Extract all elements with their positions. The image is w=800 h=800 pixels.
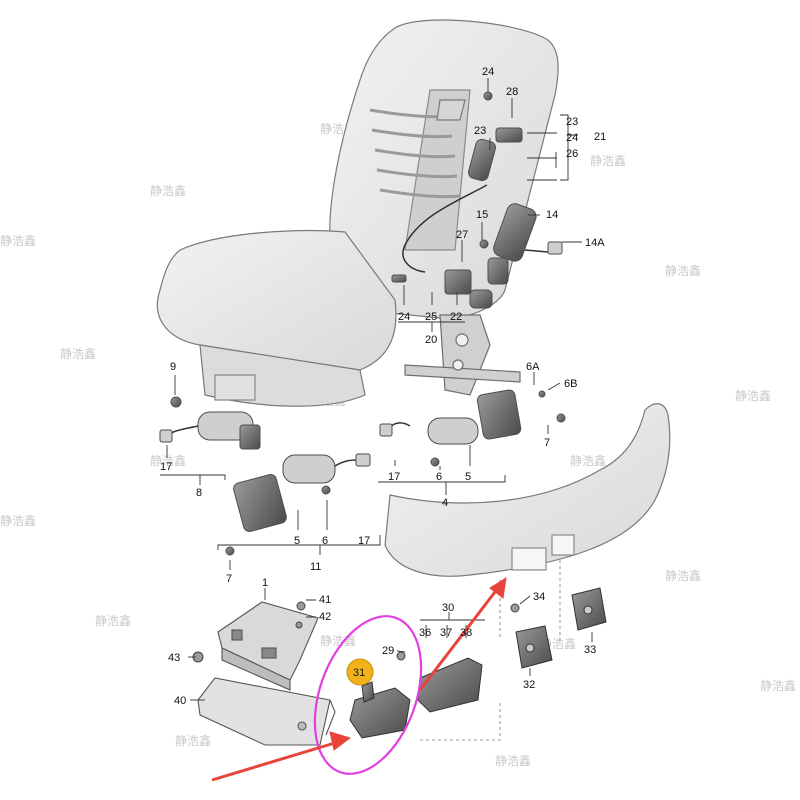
part-label: 4 (442, 497, 448, 509)
seat-cushion (156, 229, 397, 407)
part-label: 20 (425, 334, 437, 346)
part-label: 29 (382, 645, 394, 657)
leader-lines (160, 78, 593, 701)
part-label: 5 (465, 471, 471, 483)
red-arrows (211, 577, 507, 782)
callout-badge (346, 658, 374, 686)
part-label: 40 (174, 695, 186, 707)
part-label: 37 (440, 627, 452, 639)
part-label: 33 (584, 644, 596, 656)
part-label: 15 (476, 209, 488, 221)
part-label: 27 (456, 229, 468, 241)
part-label: 9 (170, 361, 176, 373)
part-label: 24 (398, 311, 410, 323)
part-label: 6 (436, 471, 442, 483)
part-label: 6A (526, 361, 540, 373)
small-fasteners (192, 601, 520, 663)
part-label: 42 (319, 611, 331, 623)
control-unit (217, 601, 319, 691)
part-label: 14 (546, 209, 558, 221)
part-label: 41 (319, 594, 331, 606)
part-label: 22 (450, 311, 462, 323)
part-label: 6 (322, 535, 328, 547)
watermark: 静浩鑫 (60, 346, 96, 361)
watermark: 静浩鑫 (95, 613, 131, 628)
side-trim-panel (384, 403, 671, 577)
watermark: 静浩鑫 (0, 513, 36, 528)
part-label: 7 (226, 573, 232, 585)
part-label: 31 (353, 667, 365, 679)
watermark: 静浩鑫 (665, 263, 701, 278)
part-label: 6B (564, 378, 577, 390)
motor-group-8 (159, 396, 261, 450)
seat-switch-31 (349, 681, 411, 739)
part-label: 34 (533, 591, 545, 603)
watermark: 静浩鑫 (175, 733, 211, 748)
part-label: 38 (460, 627, 472, 639)
part-label: 17 (358, 535, 370, 547)
mounting-bracket (197, 677, 336, 746)
backrest-motor-assembly (391, 91, 563, 309)
watermark: 静浩鑫 (150, 183, 186, 198)
part-label: 17 (388, 471, 400, 483)
part-label: 24 (482, 66, 494, 78)
seat-switch-30 (417, 657, 483, 713)
watermark: 静浩鑫 (320, 633, 356, 648)
part-label: 25 (425, 311, 437, 323)
watermark: 静浩鑫 (735, 388, 771, 403)
part-label: 23 (566, 116, 578, 128)
watermark: 静浩鑫 (665, 568, 701, 583)
memory-switch-32 (515, 625, 553, 669)
motor-group-4 (379, 389, 566, 467)
watermark: 静浩鑫 (760, 678, 796, 693)
part-label: 8 (196, 487, 202, 499)
seat-frame (404, 314, 521, 396)
part-label: 1 (262, 577, 268, 589)
part-label: 43 (168, 652, 180, 664)
part-label: 32 (523, 679, 535, 691)
watermark: 静浩鑫 (0, 233, 36, 248)
part-label: 24 (566, 132, 578, 144)
highlight-circle (313, 615, 423, 775)
part-labels: 24 28 23 23 24 21 26 14 15 14A 27 24 25 … (160, 66, 606, 707)
part-label: 5 (294, 535, 300, 547)
part-label: 17 (160, 461, 172, 473)
part-label: 30 (442, 602, 454, 614)
part-label: 28 (506, 86, 518, 98)
watermark: 静浩鑫 (570, 453, 606, 468)
watermark: 静浩鑫 (590, 153, 626, 168)
part-label: 11 (310, 561, 321, 573)
part-label: 26 (566, 148, 578, 160)
part-label: 23 (474, 125, 486, 137)
part-label: 36 (419, 627, 431, 639)
memory-switch-33 (571, 587, 607, 631)
watermark: 静浩鑫 (495, 753, 531, 768)
watermark: 静浩鑫 (150, 453, 186, 468)
part-label: 7 (544, 437, 550, 449)
motor-group-11 (225, 453, 371, 556)
part-label: 21 (594, 131, 606, 143)
part-label: 14A (585, 237, 605, 249)
dashed-guides (420, 560, 561, 741)
